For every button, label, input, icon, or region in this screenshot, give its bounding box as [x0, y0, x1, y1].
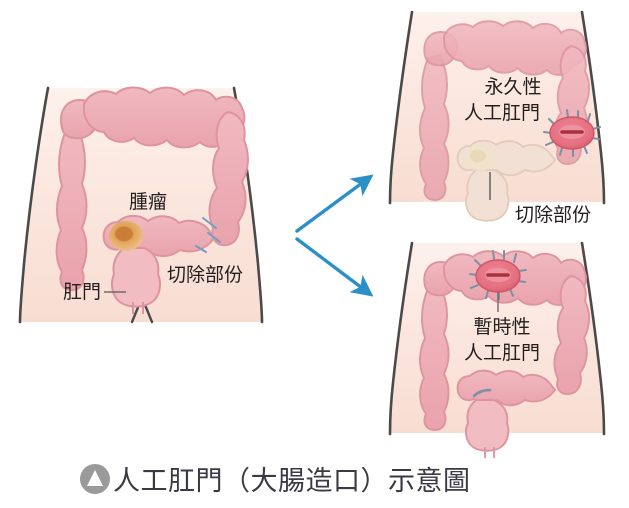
figure-caption: 人工肛門（大腸造口）示意圖: [80, 464, 471, 497]
label-permanent-line1: 永久性: [484, 76, 541, 98]
label-permanent-line2: 人工肛門: [464, 102, 540, 124]
before-surgery-panel: 腫瘤 肛門 切除部份: [18, 86, 264, 324]
triangle-in-circle-icon: [80, 464, 110, 494]
label-resected-portion-top: 切除部份: [515, 204, 591, 226]
arrow-upper-right: [295, 174, 374, 233]
label-tumor: 腫瘤: [129, 191, 167, 213]
label-anus: 肛門: [63, 281, 101, 303]
branching-arrows: [295, 174, 374, 297]
label-temporary-line2: 人工肛門: [464, 342, 540, 364]
stoma-temporary: [469, 250, 527, 300]
resection-cut-marks: [195, 217, 221, 253]
caption-text: 人工肛門（大腸造口）示意圖: [113, 466, 471, 497]
arrow-lower-right: [295, 237, 374, 297]
tumor-marker: [109, 221, 143, 251]
label-resected-portion-left: 切除部份: [167, 264, 243, 286]
temporary-colostomy-panel: 暫時性 人工肛門: [388, 241, 606, 458]
stoma-permanent: [543, 109, 601, 157]
permanent-colostomy-panel: 永久性 人工肛門 切除部份: [388, 10, 606, 226]
label-temporary-line1: 暫時性: [473, 316, 530, 338]
